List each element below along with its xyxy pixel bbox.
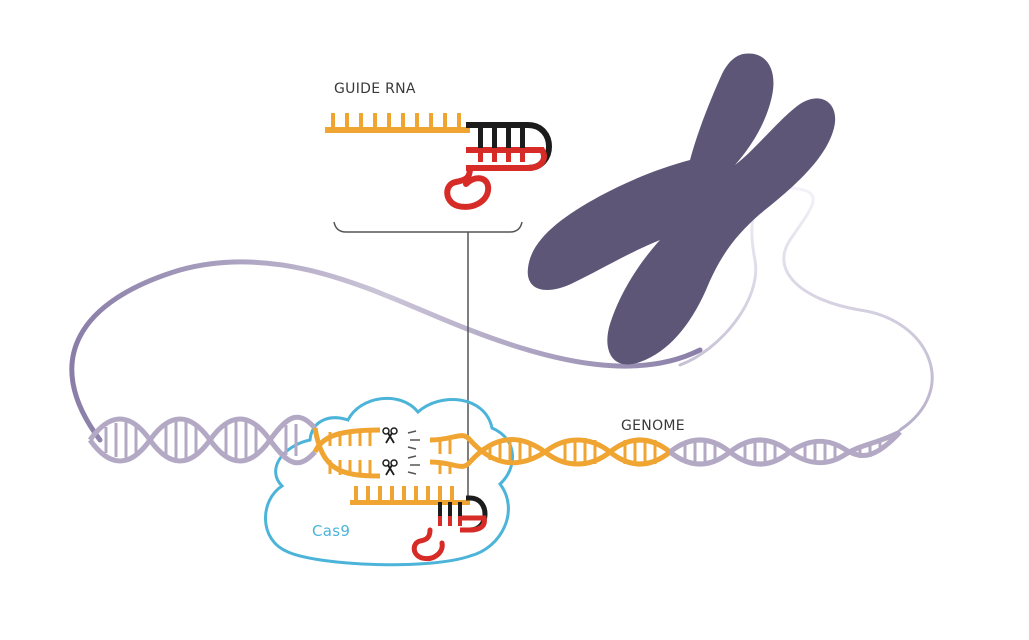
scissors-icon xyxy=(382,427,398,444)
dna-target-opened xyxy=(312,427,472,479)
guide-rna-hairpin xyxy=(466,122,552,171)
bracket xyxy=(333,221,523,233)
guide-rna-label: GUIDE RNA xyxy=(334,81,416,97)
cas9-outline xyxy=(264,396,514,567)
dna-rungs-target xyxy=(488,438,657,466)
guide-rna-bases xyxy=(331,113,461,127)
chromosome xyxy=(527,53,836,365)
cut-fragments xyxy=(407,430,420,475)
chromatin-thread-left xyxy=(69,259,703,443)
chromatin-thread-right xyxy=(678,186,934,432)
guide-rna-illustration xyxy=(325,113,552,210)
guide-rna-bound xyxy=(350,486,488,562)
dna-rungs-left xyxy=(104,421,298,459)
guide-rna-backbone xyxy=(325,127,470,133)
guide-rna-loop xyxy=(444,165,492,210)
dna-target-rungs xyxy=(328,430,452,476)
scissors-icon xyxy=(382,459,398,476)
cas9-label: Cas9 xyxy=(312,522,351,540)
genome-label: GENOME xyxy=(621,418,685,434)
dna-rungs-right xyxy=(683,439,882,465)
dna-helix-left xyxy=(87,414,317,466)
